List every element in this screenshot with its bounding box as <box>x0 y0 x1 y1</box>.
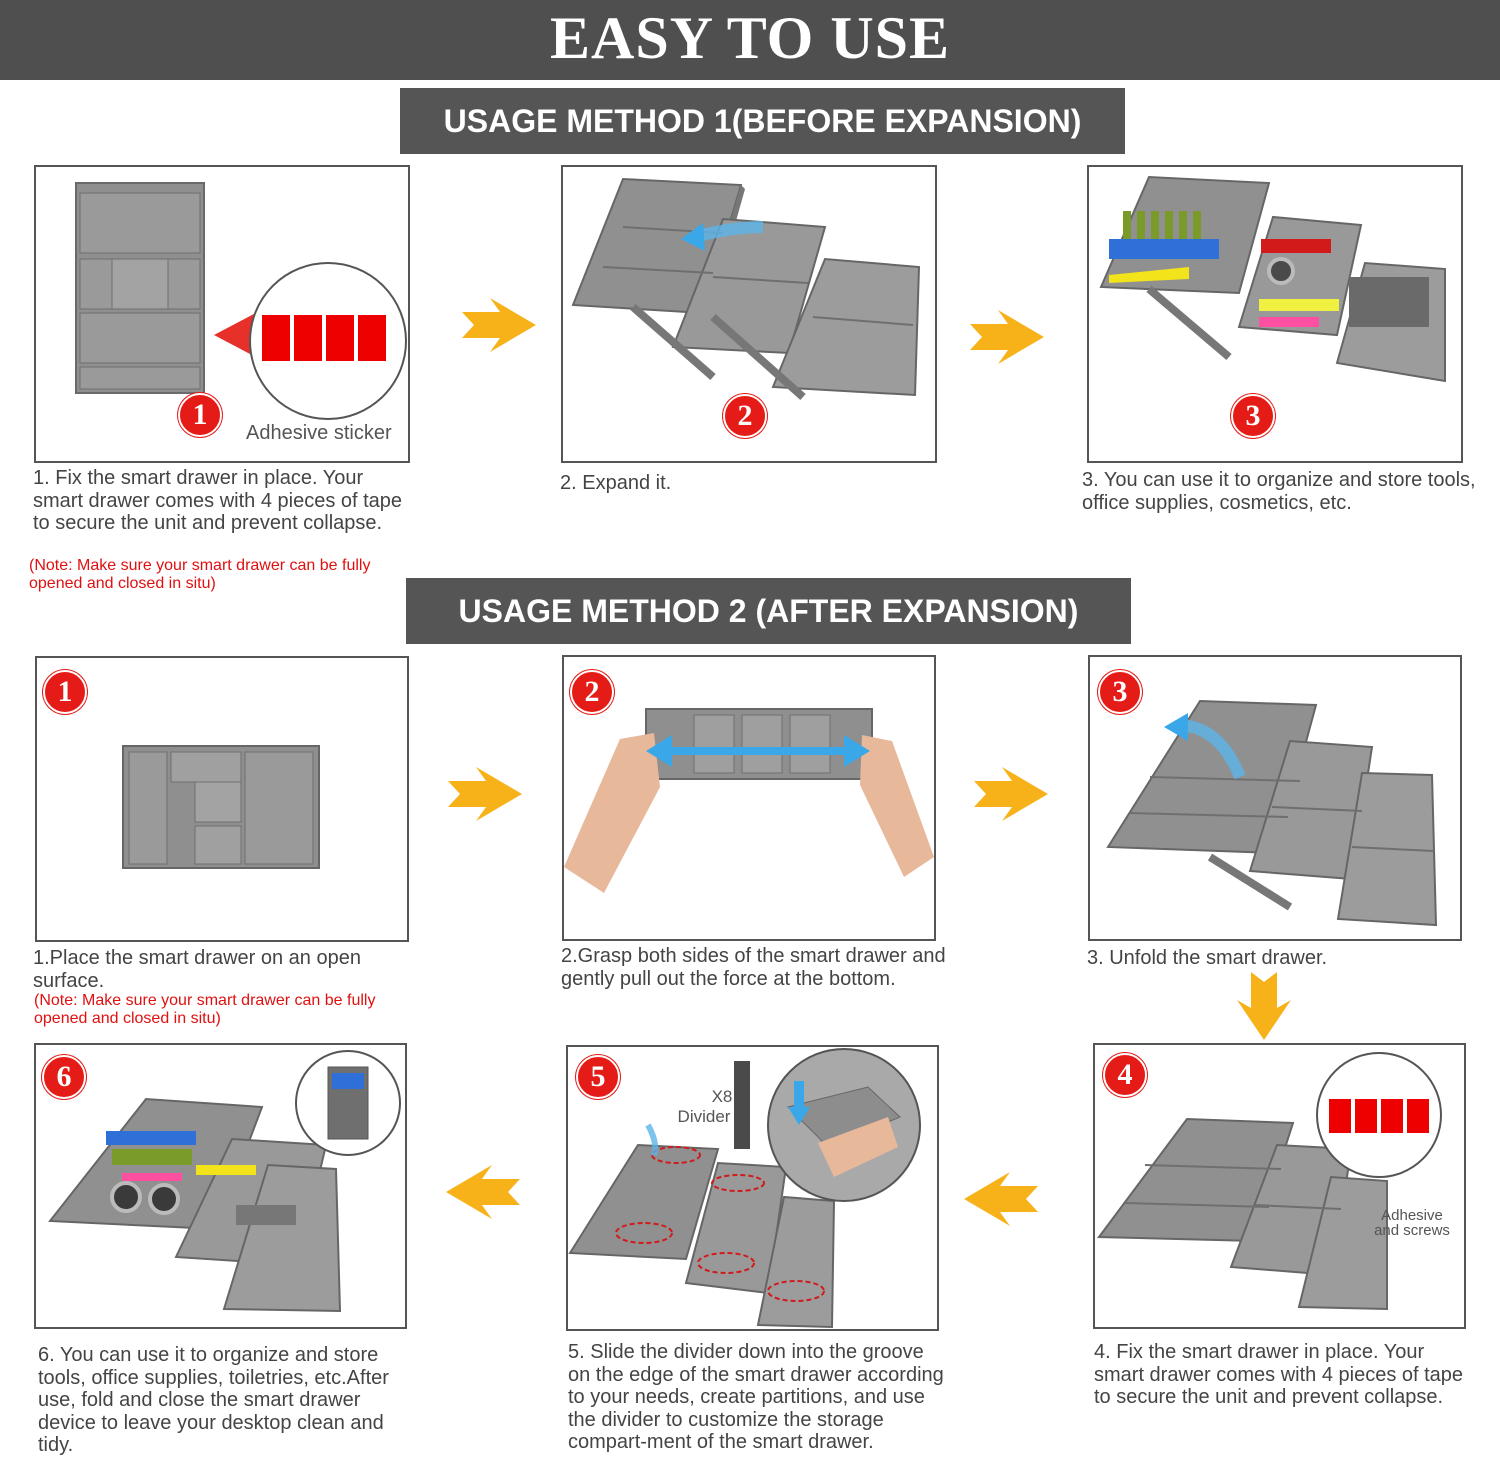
adhesive-screws-label: and screws <box>1374 1222 1450 1239</box>
next-arrow-icon <box>972 767 1050 821</box>
organized-unfolded-drawer-illustration <box>48 1050 401 1313</box>
prev-arrow-icon <box>962 1172 1040 1226</box>
m2-step-1-text: 1.Place the smart drawer on an open surf… <box>33 947 361 992</box>
step-badge: 1 <box>178 393 222 437</box>
divider-count-label: X8 <box>711 1087 733 1106</box>
pull-drawer-illustration <box>564 708 934 893</box>
closed-drawer-illustration <box>122 745 320 869</box>
down-arrow-icon <box>1237 970 1291 1042</box>
m2-step-4-text: 4. Fix the smart drawer in place. Your s… <box>1094 1341 1464 1408</box>
step-badge: 3 <box>1231 394 1275 438</box>
page-title: EASY TO USE <box>549 5 951 71</box>
step-badge: 6 <box>42 1055 86 1099</box>
header-bar <box>0 0 1500 80</box>
step-badge: 1 <box>43 670 87 714</box>
m2-panel-3: 3 <box>1088 655 1462 941</box>
step-badge: 2 <box>723 394 767 438</box>
m2-panel-1: 1 <box>35 656 409 942</box>
m1-panel-2: 2 <box>561 165 937 463</box>
next-arrow-icon <box>446 767 524 821</box>
prev-arrow-icon <box>444 1165 522 1219</box>
divider-label: Divider <box>677 1107 731 1126</box>
m1-step-2-text: 2. Expand it. <box>560 472 672 494</box>
step-badge: 2 <box>570 670 614 714</box>
adhesive-sticker-label: Adhesive sticker <box>246 422 392 444</box>
m2-panel-4: 4 Adhesive and screws <box>1093 1043 1466 1329</box>
method1-title: USAGE METHOD 1(BEFORE EXPANSION) <box>400 88 1125 154</box>
next-arrow-icon <box>968 310 1046 364</box>
method2-title: USAGE METHOD 2 (AFTER EXPANSION) <box>406 578 1131 644</box>
m2-panel-5: 5 X8 Divider <box>566 1045 939 1331</box>
organized-drawer-illustration <box>1099 175 1446 383</box>
m2-step-1-note: (Note: Make sure your smart drawer can b… <box>34 992 376 1027</box>
expanding-drawer-illustration <box>571 177 921 400</box>
unfolded-drawer-illustration <box>1106 699 1438 927</box>
m1-panel-3: 3 <box>1087 165 1463 463</box>
adhesive-label: Adhesive <box>1381 1207 1443 1224</box>
folded-drawer-illustration <box>75 182 407 420</box>
m1-panel-1: 1 Adhesive sticker <box>34 165 410 463</box>
step-badge: 4 <box>1103 1053 1147 1097</box>
step-badge: 5 <box>576 1055 620 1099</box>
divider-insertion-illustration <box>568 1048 921 1329</box>
m2-step-3-text: 3. Unfold the smart drawer. <box>1087 947 1328 969</box>
m1-step-1-note: (Note: Make sure your smart drawer can b… <box>29 557 371 592</box>
m1-step-3-text: 3. You can use it to organize and store … <box>1082 469 1476 514</box>
m2-step-2-text: 2.Grasp both sides of the smart drawer a… <box>561 945 946 990</box>
m2-step-5-text: 5. Slide the divider down into the groov… <box>568 1341 944 1453</box>
m2-step-6-text: 6. You can use it to organize and store … <box>38 1344 389 1456</box>
m2-panel-2: 2 <box>562 655 936 941</box>
m1-step-1-text: 1. Fix the smart drawer in place. Your s… <box>33 467 403 534</box>
step-badge: 3 <box>1098 670 1142 714</box>
m2-panel-6: 6 <box>34 1043 407 1329</box>
fixed-drawer-illustration <box>1097 1052 1442 1311</box>
next-arrow-icon <box>460 298 538 352</box>
